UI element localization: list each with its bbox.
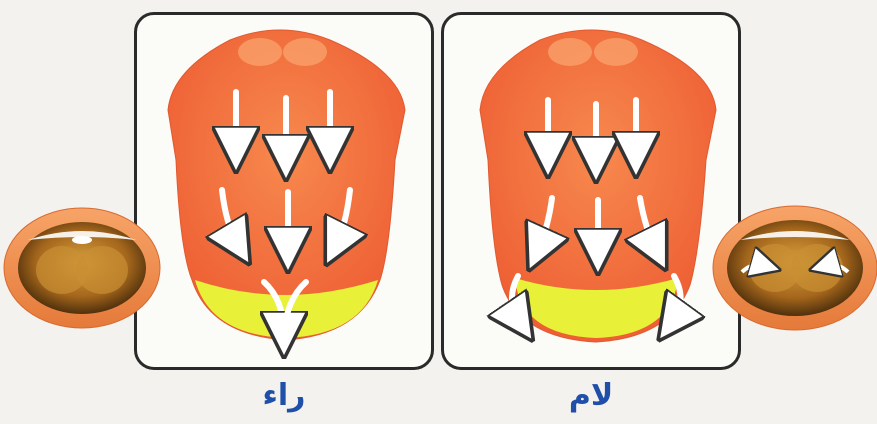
mouth-raa: [4, 208, 160, 328]
caption-raa: راء: [224, 378, 344, 413]
mouth-laam: [713, 206, 877, 330]
tongue-raa: [168, 30, 405, 340]
caption-laam: لام: [531, 378, 651, 413]
